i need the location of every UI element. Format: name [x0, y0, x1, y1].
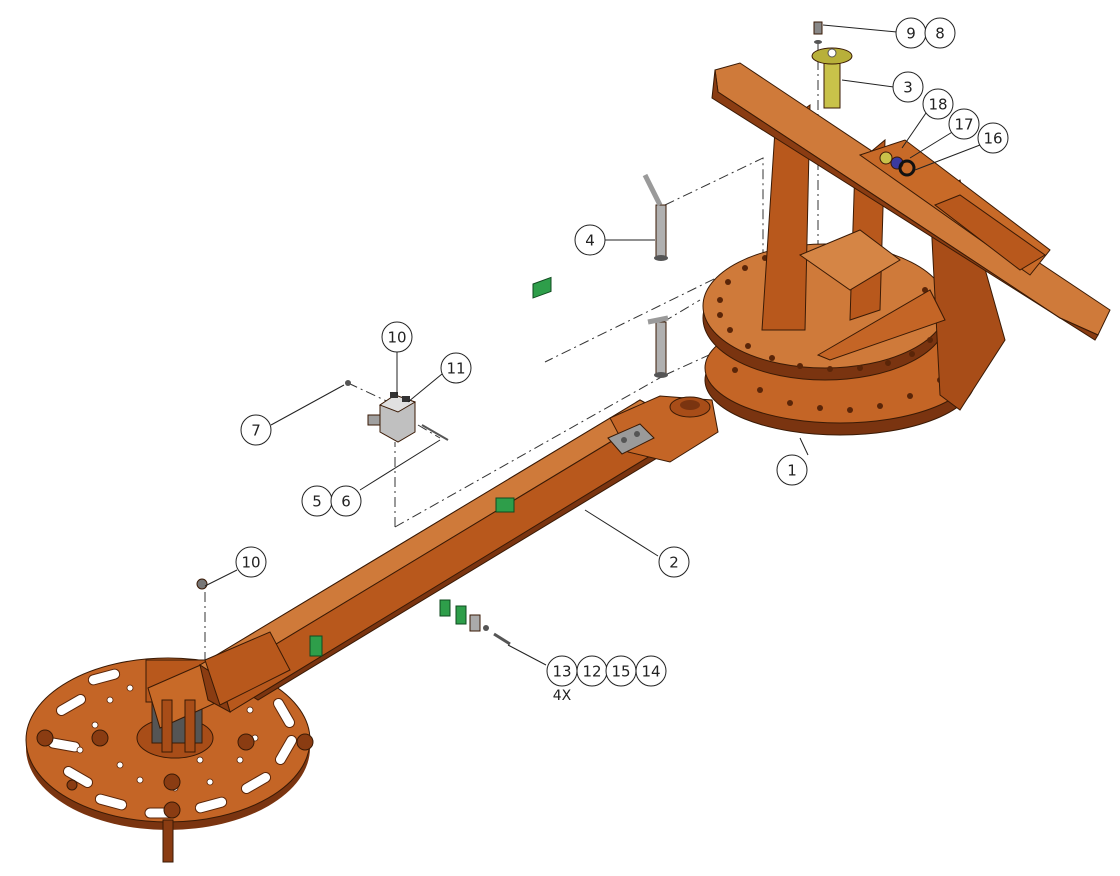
svg-text:15: 15: [611, 663, 630, 681]
balloon-4: 4: [574, 224, 606, 256]
balloon-10-upper: 10: [381, 321, 413, 353]
fittings-16-17-18: [879, 151, 916, 177]
svg-text:13: 13: [552, 663, 571, 681]
balloon-3: 3: [892, 71, 924, 103]
pin-4: [642, 173, 668, 261]
svg-text:17: 17: [954, 116, 973, 134]
balloon-5: 5: [301, 485, 333, 517]
svg-text:10: 10: [387, 329, 406, 347]
balloon-10-lower: 10: [235, 546, 267, 578]
pin-lower: [647, 315, 669, 378]
hardware-stack-13-12-15-14: [469, 614, 511, 646]
balloon-7: 7: [240, 414, 272, 446]
balloon-6: 6: [330, 485, 362, 517]
part-balloons: 9 8 3 18 17 16 4 10: [235, 17, 1009, 704]
balloon-14: 14: [635, 655, 667, 687]
svg-text:10: 10: [241, 554, 260, 572]
svg-text:14: 14: [641, 663, 660, 681]
balloon-9: 9: [895, 17, 927, 49]
balloon-1: 1: [776, 454, 808, 486]
main-arm: [199, 395, 719, 714]
svg-text:12: 12: [582, 663, 601, 681]
svg-text:6: 6: [341, 493, 351, 511]
svg-text:1: 1: [787, 462, 797, 480]
svg-text:4: 4: [585, 232, 595, 250]
svg-text:2: 2: [669, 554, 679, 572]
valve-block-11: [196, 380, 449, 590]
green-clamps: [309, 276, 552, 657]
yellow-pin-3: [811, 21, 853, 109]
balloon-15: 15: [605, 655, 637, 687]
quantity-note: 4X: [553, 688, 572, 704]
svg-text:16: 16: [983, 130, 1002, 148]
svg-text:7: 7: [251, 422, 261, 440]
balloon-2: 2: [658, 546, 690, 578]
svg-text:9: 9: [906, 25, 916, 43]
balloon-18: 18: [922, 88, 954, 120]
svg-text:11: 11: [446, 360, 465, 378]
svg-text:8: 8: [935, 25, 945, 43]
base-weldment: [702, 62, 1111, 436]
balloon-11: 11: [440, 352, 472, 384]
svg-text:18: 18: [928, 96, 947, 114]
svg-text:5: 5: [312, 493, 322, 511]
balloon-13: 13: [546, 655, 578, 687]
balloon-17: 17: [948, 108, 980, 140]
leader-lines: [204, 24, 981, 666]
balloon-12: 12: [576, 655, 608, 687]
svg-text:3: 3: [903, 79, 913, 97]
balloon-8: 8: [924, 17, 956, 49]
balloon-16: 16: [977, 122, 1009, 154]
